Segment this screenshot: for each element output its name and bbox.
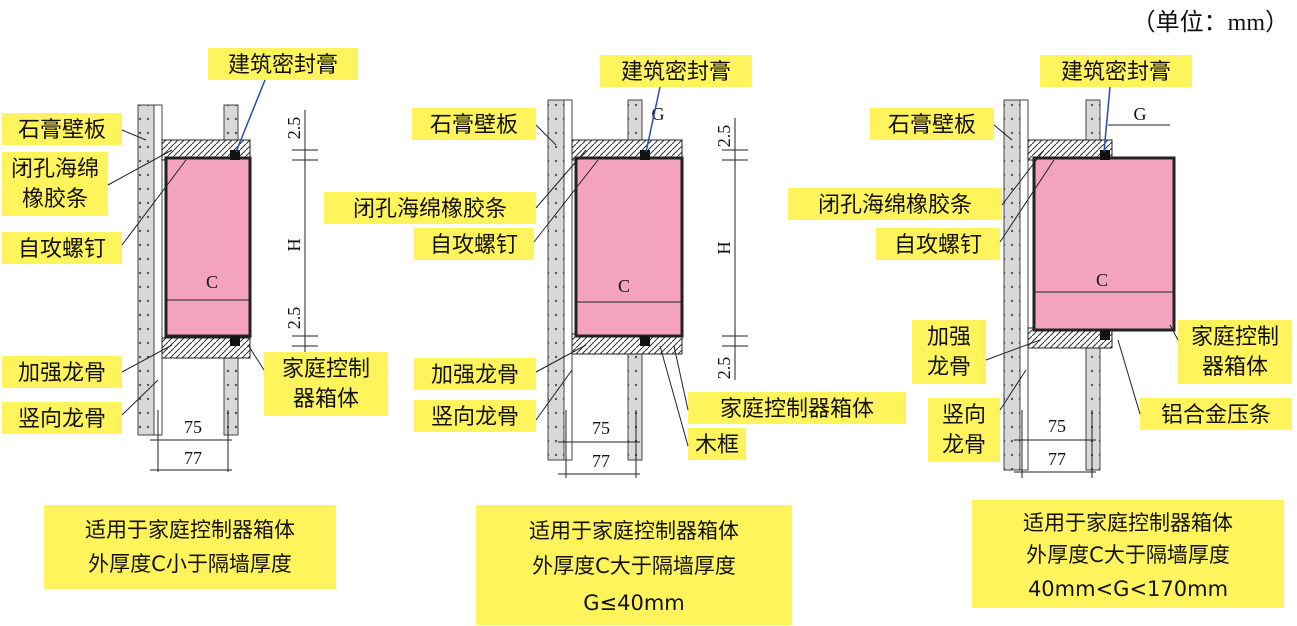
gypsum-board-1 bbox=[137, 104, 155, 436]
control-box-1 bbox=[164, 156, 252, 338]
label-vertical-1: 竖向龙骨 bbox=[18, 407, 106, 432]
label-screw-2: 自攻螺钉 bbox=[430, 233, 518, 258]
caption-3-line-2: 外厚度C大于隔墙厚度 bbox=[1026, 543, 1230, 567]
caption-1-line-2: 外厚度C小于隔墙厚度 bbox=[88, 552, 292, 576]
dim-c-1: C bbox=[206, 272, 218, 292]
dim-75-3: 75 bbox=[1048, 416, 1066, 436]
label-sealant-2: 建筑密封膏 bbox=[621, 60, 731, 85]
dim-25-top-2: 2.5 bbox=[714, 125, 734, 148]
label-box-3a: 家庭控制 bbox=[1191, 325, 1279, 350]
label-screw-3: 自攻螺钉 bbox=[894, 233, 982, 258]
dim-77-1: 77 bbox=[184, 448, 202, 468]
label-box-3b: 器箱体 bbox=[1202, 355, 1268, 380]
caption-3-line-1: 适用于家庭控制器箱体 bbox=[1023, 511, 1233, 535]
label-vertical-2: 竖向龙骨 bbox=[431, 405, 519, 430]
label-sealant-3: 建筑密封膏 bbox=[1061, 60, 1171, 85]
dim-25-bot-2: 2.5 bbox=[714, 357, 734, 380]
unit-label: （单位：mm） bbox=[1131, 10, 1289, 36]
label-wood-frame-2: 木框 bbox=[695, 433, 739, 458]
label-reinforce-2: 加强龙骨 bbox=[431, 363, 519, 388]
dim-h-2: H bbox=[714, 242, 734, 255]
dim-25-top-1: 2.5 bbox=[284, 117, 304, 140]
caption-2-line-1: 适用于家庭控制器箱体 bbox=[529, 519, 739, 543]
dim-75-2: 75 bbox=[592, 418, 610, 438]
label-box-2: 家庭控制器箱体 bbox=[720, 397, 874, 422]
label-vertical-3a: 竖向 bbox=[942, 403, 986, 428]
dim-77-3: 77 bbox=[1048, 449, 1066, 469]
label-foam-2: 闭孔海绵橡胶条 bbox=[353, 197, 507, 222]
label-foam-3: 闭孔海绵橡胶条 bbox=[818, 193, 972, 218]
label-sealant-1: 建筑密封膏 bbox=[228, 53, 338, 78]
caption-box-3 bbox=[972, 500, 1284, 608]
panel-1: C 2.5 H 2.5 75 77 建筑密封膏 石膏壁板 闭孔海绵 橡胶条 自攻… bbox=[2, 48, 388, 589]
caption-3-line-3: 40mm<G<170mm bbox=[1028, 577, 1228, 601]
label-vertical-3b: 龙骨 bbox=[942, 433, 986, 458]
caption-1-line-1: 适用于家庭控制器箱体 bbox=[85, 518, 295, 542]
dim-c-3: C bbox=[1096, 270, 1108, 290]
dim-77-2: 77 bbox=[592, 451, 610, 471]
label-gypsum-2: 石膏壁板 bbox=[430, 113, 518, 138]
sealant-1-top bbox=[230, 150, 240, 160]
label-foam-1a: 闭孔海绵 bbox=[11, 157, 99, 182]
panel-3: C G 75 77 建筑密封膏 石膏壁板 闭孔海绵橡胶条 自攻螺钉 加强 龙骨 … bbox=[788, 55, 1292, 608]
dim-25-bot-1: 2.5 bbox=[284, 307, 304, 330]
dim-75-1: 75 bbox=[184, 417, 202, 437]
control-box-3 bbox=[1032, 156, 1176, 332]
caption-box-1 bbox=[44, 505, 336, 589]
caption-2-line-2: 外厚度C大于隔墙厚度 bbox=[532, 554, 736, 578]
caption-box-2 bbox=[476, 505, 792, 625]
label-foam-1b: 橡胶条 bbox=[22, 187, 88, 212]
label-gypsum-1: 石膏壁板 bbox=[18, 118, 106, 143]
panel-2: C G 2.5 H 2.5 75 77 建筑密封膏 石膏壁板 闭孔海绵橡胶条 自… bbox=[324, 55, 906, 625]
label-reinforce-3b: 龙骨 bbox=[927, 355, 971, 380]
label-reinforce-3a: 加强 bbox=[927, 325, 971, 350]
dim-h-1: H bbox=[284, 239, 304, 252]
label-screw-1: 自攻螺钉 bbox=[18, 237, 106, 262]
dim-g-3: G bbox=[1134, 104, 1147, 124]
control-box-2 bbox=[574, 156, 684, 338]
caption-2-line-3: G≤40mm bbox=[583, 591, 685, 615]
label-box-1b: 器箱体 bbox=[293, 387, 359, 412]
label-reinforce-1: 加强龙骨 bbox=[18, 361, 106, 386]
label-box-1a: 家庭控制 bbox=[282, 357, 370, 382]
label-aluminum-3: 铝合金压条 bbox=[1161, 403, 1271, 428]
label-gypsum-3: 石膏壁板 bbox=[888, 113, 976, 138]
dim-c-2: C bbox=[618, 276, 630, 296]
sealant-1-bot bbox=[230, 336, 240, 346]
